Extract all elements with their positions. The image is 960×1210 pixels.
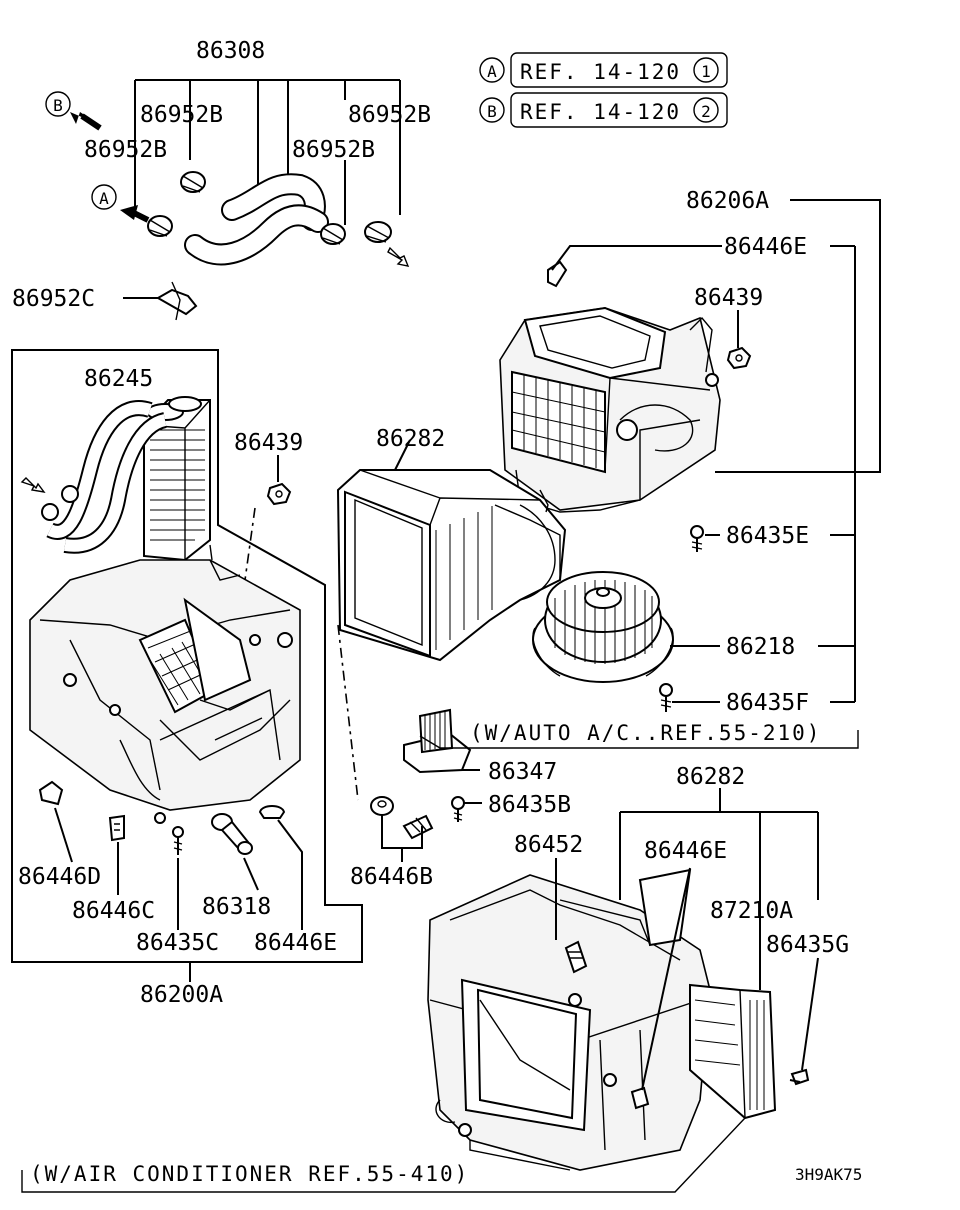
drawing-code: 3H9AK75 bbox=[795, 1165, 862, 1184]
label-86952c: 86952C bbox=[12, 286, 95, 312]
heater-core-pipes bbox=[41, 400, 168, 554]
screw-icon bbox=[659, 683, 673, 712]
arrow-marker-a-label: A bbox=[99, 189, 109, 208]
label-87210a: 87210A bbox=[710, 898, 793, 924]
note-air-conditioner: (W/AIR CONDITIONER REF.55-410) bbox=[30, 1162, 469, 1186]
heater-unit-frame bbox=[11, 349, 363, 963]
heater-hose-group: B A bbox=[45, 79, 410, 321]
reference-a-circled: 1 bbox=[701, 62, 711, 81]
arrow-marker-b-label: B bbox=[53, 96, 63, 115]
label-86435f: 86435F bbox=[726, 690, 809, 716]
clip-icon bbox=[38, 780, 64, 806]
label-86200a: 86200A bbox=[140, 982, 223, 1008]
flow-arrow-icon bbox=[387, 246, 410, 267]
clip-icon bbox=[547, 260, 568, 288]
reference-a: A REF. 14-120 1 bbox=[479, 52, 728, 88]
label-86952b: 86952B bbox=[292, 137, 375, 163]
heater-core bbox=[143, 396, 211, 562]
blower-resistor bbox=[403, 708, 472, 774]
label-86318: 86318 bbox=[202, 894, 271, 920]
arrow-marker-a: A bbox=[91, 184, 150, 223]
blower-unit bbox=[499, 306, 721, 513]
blower-filter-grid bbox=[511, 370, 606, 474]
hose-bracket-clip bbox=[155, 281, 198, 321]
screw-icon bbox=[789, 1068, 810, 1086]
label-86446b: 86446B bbox=[350, 864, 433, 890]
heater-case bbox=[29, 544, 301, 824]
label-86952b: 86952B bbox=[140, 102, 223, 128]
label-86245: 86245 bbox=[84, 366, 153, 392]
ac-unit-case bbox=[427, 868, 711, 1171]
ac-unit-filter bbox=[689, 983, 777, 1120]
screw-icon bbox=[172, 826, 184, 855]
screw-icon bbox=[690, 525, 704, 552]
label-86282: 86282 bbox=[676, 764, 745, 790]
hose-clamp-icon bbox=[147, 215, 173, 237]
label-86308: 86308 bbox=[196, 38, 265, 64]
reference-b-marker: B bbox=[487, 102, 497, 121]
label-86452: 86452 bbox=[514, 832, 583, 858]
air-duct bbox=[336, 469, 567, 662]
label-86435c: 86435C bbox=[136, 930, 219, 956]
label-86347: 86347 bbox=[488, 759, 557, 785]
label-86206a: 86206A bbox=[686, 188, 769, 214]
blower-fan bbox=[532, 571, 674, 683]
nut-icon bbox=[726, 346, 752, 370]
arrow-marker-b: B bbox=[45, 91, 102, 131]
label-86282: 86282 bbox=[376, 426, 445, 452]
nut-icon bbox=[266, 482, 292, 506]
label-86439: 86439 bbox=[234, 430, 303, 456]
hose-clamp-icon bbox=[180, 171, 206, 193]
water-valve bbox=[211, 813, 253, 855]
clip-icon bbox=[258, 805, 286, 819]
clip-icon bbox=[630, 1086, 650, 1110]
clip-icon bbox=[402, 814, 434, 840]
hose-clamp-icon bbox=[364, 221, 392, 243]
clip-icon bbox=[370, 796, 394, 816]
reference-b-text: REF. 14-120 bbox=[520, 100, 681, 124]
connector-icon bbox=[564, 940, 588, 974]
label-86435b: 86435B bbox=[488, 792, 571, 818]
label-86435g: 86435G bbox=[766, 932, 849, 958]
label-86952b: 86952B bbox=[84, 137, 167, 163]
label-86435e: 86435E bbox=[726, 523, 809, 549]
reference-b: B REF. 14-120 2 bbox=[479, 92, 728, 128]
reference-a-text: REF. 14-120 bbox=[520, 60, 681, 84]
flow-arrow-icon bbox=[20, 477, 46, 493]
label-86952b: 86952B bbox=[348, 102, 431, 128]
clip-icon bbox=[108, 814, 125, 842]
label-86446e: 86446E bbox=[724, 234, 807, 260]
note-auto-ac: (W/AUTO A/C..REF.55-210) bbox=[470, 721, 821, 745]
label-86446c: 86446C bbox=[72, 898, 155, 924]
label-86446e: 86446E bbox=[644, 838, 727, 864]
reference-a-marker: A bbox=[487, 62, 497, 81]
label-86218: 86218 bbox=[726, 634, 795, 660]
screw-icon bbox=[451, 796, 465, 822]
label-86439: 86439 bbox=[694, 285, 763, 311]
reference-b-circled: 2 bbox=[701, 102, 711, 121]
label-86446d: 86446D bbox=[18, 864, 101, 890]
hose-clamp-icon bbox=[320, 223, 346, 245]
label-86446e: 86446E bbox=[254, 930, 337, 956]
